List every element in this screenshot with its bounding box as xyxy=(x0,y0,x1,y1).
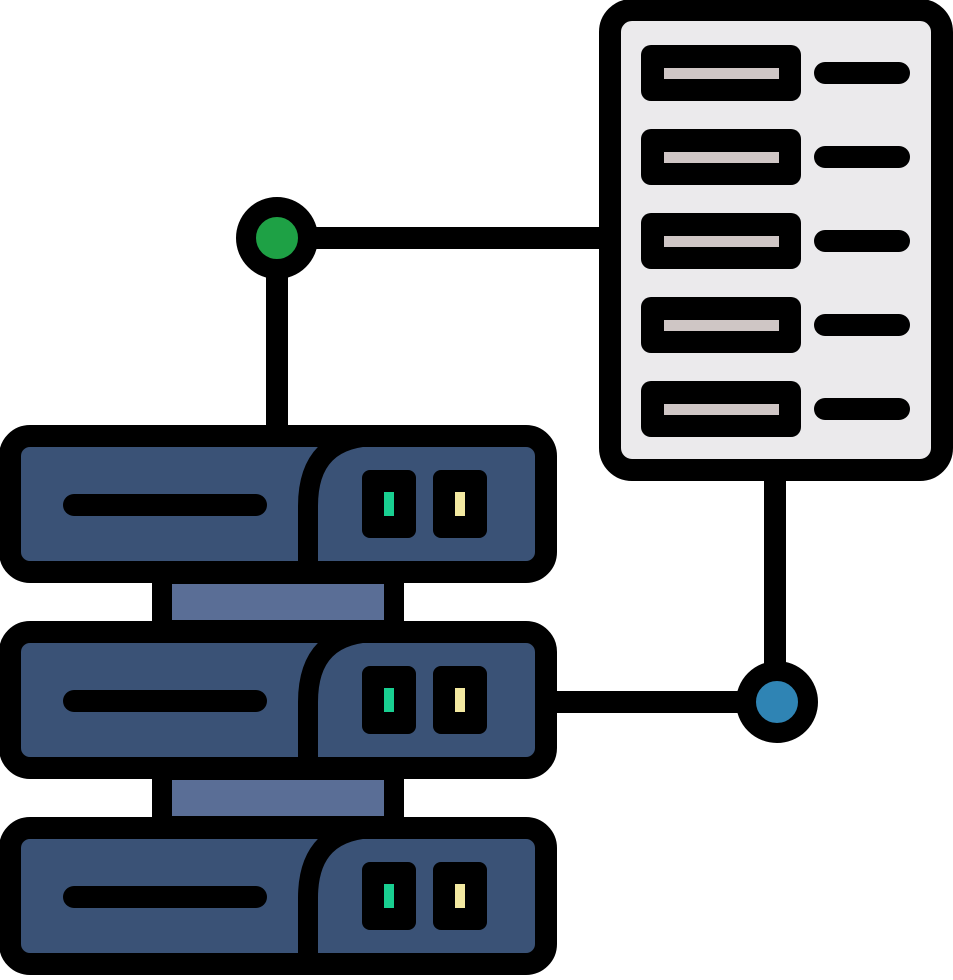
server-unit xyxy=(0,425,557,583)
yellow-led-icon xyxy=(455,492,465,516)
green-led-icon xyxy=(384,492,394,516)
document-row xyxy=(641,45,910,101)
green-node-icon xyxy=(236,197,318,279)
green-led-icon xyxy=(384,884,394,908)
document-row xyxy=(641,381,910,437)
document-row xyxy=(641,297,910,353)
yellow-led-icon xyxy=(455,688,465,712)
document-panel xyxy=(599,0,953,481)
document-row-line xyxy=(664,404,779,415)
server-divider xyxy=(298,426,379,572)
server-unit xyxy=(0,621,557,779)
server-body xyxy=(0,817,557,975)
server-body xyxy=(0,425,557,583)
document-row-line xyxy=(664,68,779,79)
document-row xyxy=(641,129,910,185)
green-led-icon xyxy=(384,688,394,712)
yellow-led-icon xyxy=(455,884,465,908)
server-divider xyxy=(298,622,379,768)
blue-node-icon xyxy=(736,661,818,743)
document-row xyxy=(641,213,910,269)
server-divider xyxy=(298,818,379,964)
server-unit xyxy=(0,817,557,975)
server-body xyxy=(0,621,557,779)
document-rows xyxy=(641,45,910,437)
document-row-line xyxy=(664,320,779,331)
document-row-line xyxy=(664,236,779,247)
document-row-line xyxy=(664,152,779,163)
server-stack xyxy=(0,425,557,975)
